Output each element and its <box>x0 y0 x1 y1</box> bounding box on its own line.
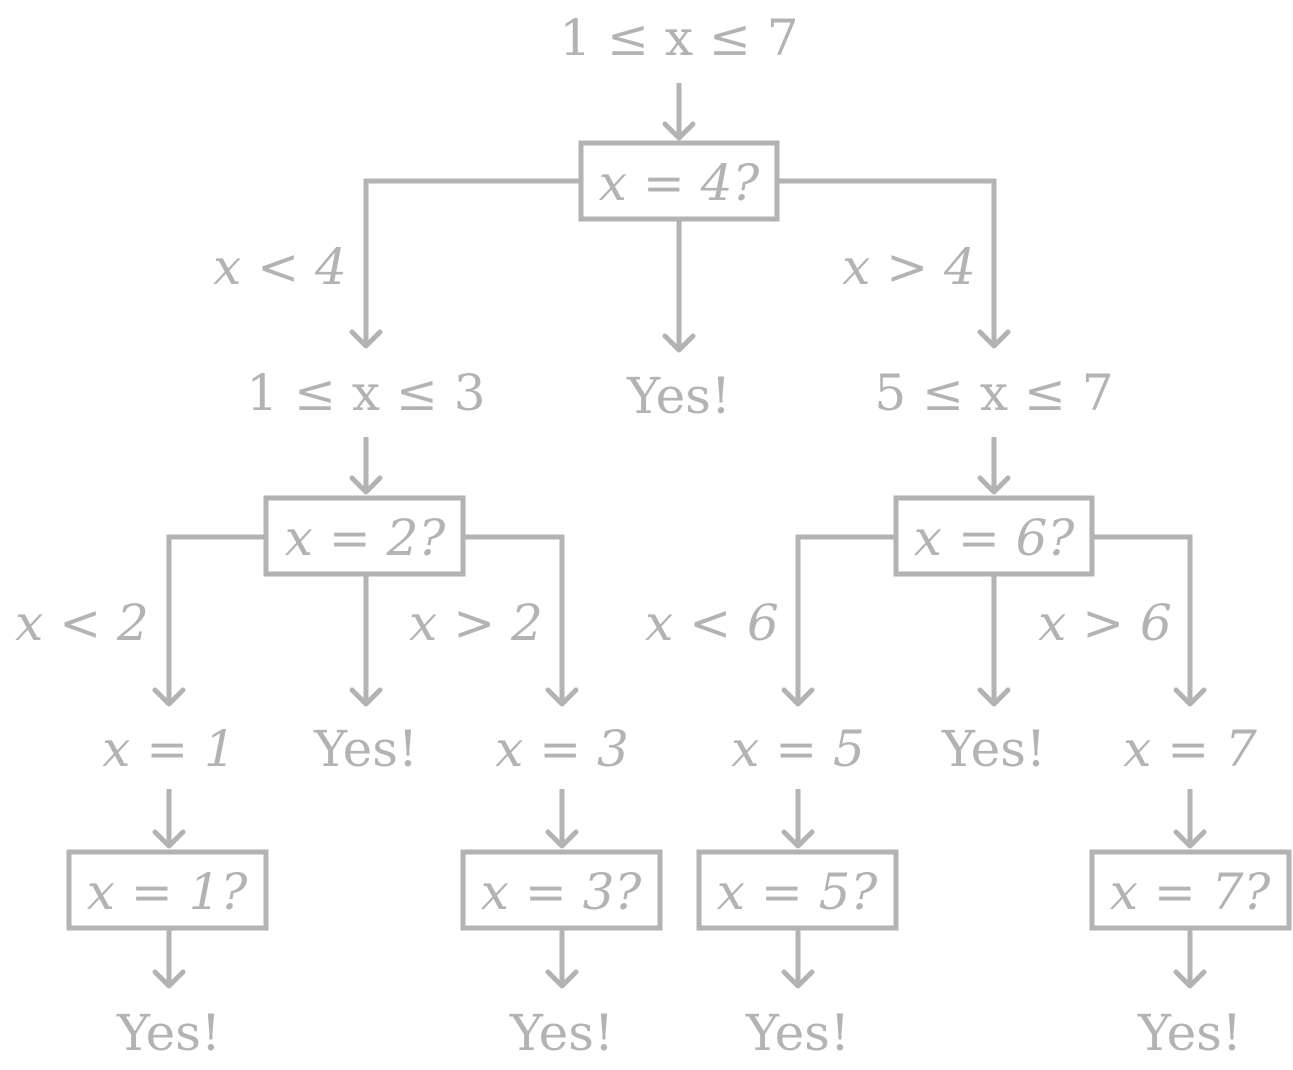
box-q1 <box>66 849 269 931</box>
edge-label-gt2: x > 2 <box>409 594 543 652</box>
edge-label-gt4: x > 4 <box>842 238 976 296</box>
arrow-q4-left <box>363 178 581 346</box>
q6-label: x = 6? <box>914 509 1076 567</box>
box-q6 <box>893 495 1095 577</box>
arrowhead <box>349 475 383 495</box>
range-right-label: 5 ≤ x ≤ 7 <box>874 364 1113 422</box>
arrowhead <box>1173 829 1207 849</box>
arrow-q2-left <box>166 534 266 704</box>
arrowhead <box>1173 687 1207 707</box>
decision-boxes <box>66 140 1292 931</box>
q7-label: x = 7? <box>1110 863 1272 921</box>
edge-label-gt6: x > 6 <box>1038 594 1172 652</box>
box-q3 <box>460 849 663 931</box>
box-q2 <box>263 495 466 577</box>
yes-7-label: Yes! <box>1137 1004 1242 1062</box>
q4-label: x = 4? <box>599 154 761 212</box>
yes-3-label: Yes! <box>509 1004 614 1062</box>
range-root-label: 1 ≤ x ≤ 7 <box>559 9 798 67</box>
box-q4 <box>578 140 780 222</box>
arrowhead <box>1173 969 1207 989</box>
arrow-q6-right <box>1092 534 1193 704</box>
yes-5-label: Yes! <box>745 1004 850 1062</box>
box-q7 <box>1089 849 1292 931</box>
arrowhead <box>781 969 815 989</box>
arrowhead <box>662 121 696 141</box>
yes-4-label: Yes! <box>626 367 731 425</box>
q3-label: x = 3? <box>481 863 643 921</box>
arrow-q6-left <box>795 534 896 704</box>
arrowhead <box>545 969 579 989</box>
eq5-label: x = 5 <box>731 720 865 778</box>
q1-label: x = 1? <box>87 863 249 921</box>
yes-6-label: Yes! <box>941 720 1046 778</box>
q2-label: x = 2? <box>285 509 447 567</box>
q5-label: x = 5? <box>717 863 879 921</box>
arrowhead <box>977 329 1011 349</box>
edge-label-lt2: x < 2 <box>15 594 149 652</box>
yes-1-label: Yes! <box>116 1004 221 1062</box>
eq7-label: x = 7 <box>1123 720 1257 778</box>
connectors <box>152 83 1207 989</box>
arrowhead <box>349 687 383 707</box>
arrowhead <box>977 687 1011 707</box>
yes-2-label: Yes! <box>313 720 418 778</box>
arrowhead <box>545 687 579 707</box>
arrowhead <box>977 475 1011 495</box>
arrowhead <box>781 687 815 707</box>
arrowhead <box>349 329 383 349</box>
edge-label-lt4: x < 4 <box>213 238 347 296</box>
arrow-q4-right <box>777 178 997 346</box>
edge-labels: x < 4 x > 4 x < 2 x > 2 x < 6 x > 6 <box>15 238 1172 652</box>
eq1-label: x = 1 <box>102 720 236 778</box>
range-left-label: 1 ≤ x ≤ 3 <box>246 364 485 422</box>
box-q5 <box>696 849 899 931</box>
node-labels: 1 ≤ x ≤ 7 x = 4? Yes! 1 ≤ x ≤ 3 5 ≤ x ≤ … <box>87 9 1272 1062</box>
eq3-label: x = 3 <box>495 720 629 778</box>
arrowhead <box>545 829 579 849</box>
arrowhead <box>152 969 186 989</box>
arrowhead <box>152 829 186 849</box>
arrowhead <box>152 687 186 707</box>
arrowhead <box>781 829 815 849</box>
arrow-q2-right <box>464 534 565 704</box>
arrowhead <box>662 333 696 353</box>
edge-label-lt6: x < 6 <box>645 594 779 652</box>
